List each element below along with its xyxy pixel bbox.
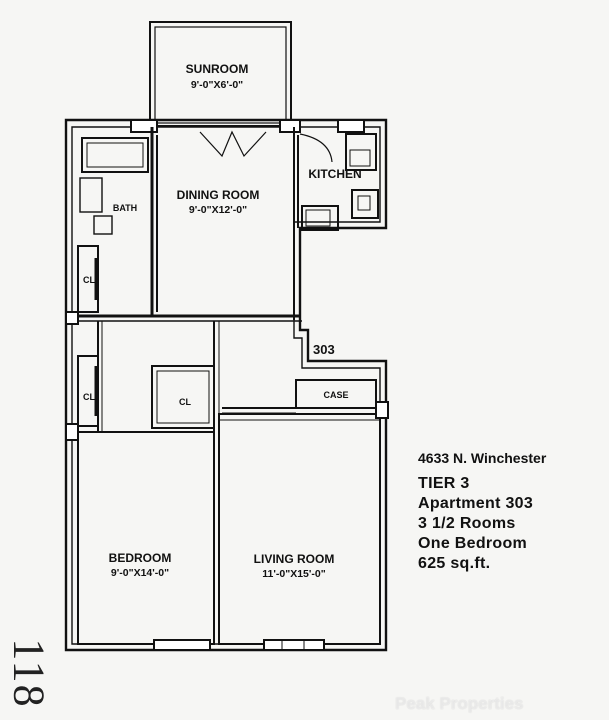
closet-center-inner [156,370,210,424]
window-side [375,401,389,419]
window-side [65,311,79,325]
closet-center-label: CL [179,397,191,407]
window-block [279,119,301,133]
bedroom-label: BEDROOM [109,551,172,565]
closet-upper-outline [77,245,99,313]
kitchen-sink [349,149,371,167]
closet-lower-outline [77,355,99,427]
kitchen-label: KITCHEN [308,167,361,181]
window-side [65,423,79,441]
living-room-label: LIVING ROOM [254,552,335,566]
page-number: 118 [5,622,54,720]
bathtub [81,137,149,173]
bath-label: BATH [113,203,137,213]
watermark: Peak Properties [395,694,524,713]
bath-sink [79,177,103,213]
window-bottom [153,639,211,651]
french-door [199,130,267,158]
apartment-number: Apartment 303 [418,495,534,512]
address: 4633 N. Winchester [418,450,547,466]
kitchen-fridge [301,205,339,231]
kitchen-range [351,189,379,219]
case-label: CASE [323,390,348,400]
apartment-info: 4633 N. Winchester TIER 3 Apartment 303 … [418,450,546,574]
window-block [337,119,365,133]
kitchen-door-swing [299,133,333,163]
page-number-text: 118 [4,638,54,709]
closet-upper-label: CL [83,275,95,285]
living-room-outline [218,413,381,645]
closet-lower-label: CL [83,392,95,402]
bedroom-count: One Bedroom [418,535,528,552]
kitchen-range-burner [357,195,371,211]
sunroom-label: SUNROOM [186,62,249,76]
sunroom-dims: 9'-0"X6'-0" [191,79,243,91]
bedroom-dims: 9'-0"X14'-0" [111,567,169,579]
square-footage: 625 sq.ft. [418,555,491,572]
bedroom-outline [77,431,215,645]
room-count: 3 1/2 Rooms [418,515,516,532]
dining-room-dims: 9'-0"X12'-0" [189,204,247,216]
unit-number-label: 303 [313,342,335,357]
kitchen-fridge-inner [305,209,331,227]
sunroom-inner [154,26,287,124]
bath-toilet [93,215,113,235]
tier: TIER 3 [418,475,470,492]
living-room-dims: 11'-0"X15'-0" [262,568,325,580]
window-bottom [263,639,325,651]
sunroom-outline [149,21,292,127]
dining-room-label: DINING ROOM [177,188,260,202]
bathtub-inner [86,142,144,168]
closet-center-outline [151,365,215,429]
case-outline [295,379,377,409]
kitchen-counter [345,133,377,171]
